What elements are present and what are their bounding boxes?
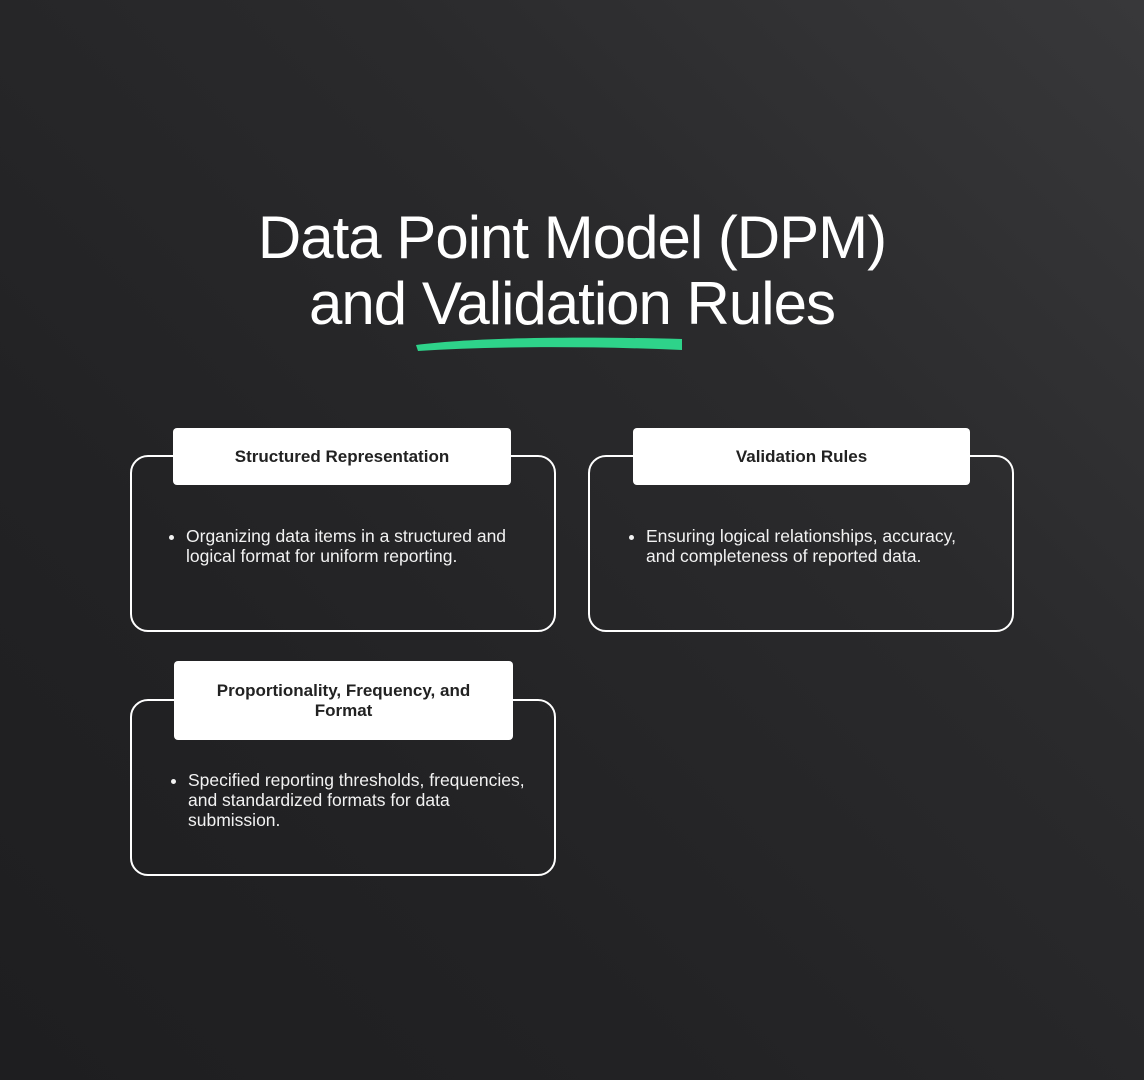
bullet-item: Specified reporting thresholds, frequenc… <box>188 770 542 830</box>
card-body: Organizing data items in a structured an… <box>170 526 540 566</box>
title-line-1: Data Point Model (DPM) <box>257 204 887 271</box>
title-highlight: Validation <box>421 270 672 337</box>
card-body: Ensuring logical relationships, accuracy… <box>630 526 990 566</box>
card-heading: Validation Rules <box>633 428 970 485</box>
title-line-2: and Validation Rules <box>0 271 1144 337</box>
title-text: and <box>309 270 422 337</box>
title-text: Rules <box>670 270 836 337</box>
card-heading: Structured Representation <box>173 428 511 485</box>
card-heading: Proportionality, Frequency, and Format <box>174 661 513 740</box>
bullet-item: Ensuring logical relationships, accuracy… <box>646 526 990 566</box>
page-title: Data Point Model (DPM) and Validation Ru… <box>0 205 1144 337</box>
highlight-underline <box>416 337 682 351</box>
card-body: Specified reporting thresholds, frequenc… <box>172 770 542 830</box>
bullet-item: Organizing data items in a structured an… <box>186 526 540 566</box>
